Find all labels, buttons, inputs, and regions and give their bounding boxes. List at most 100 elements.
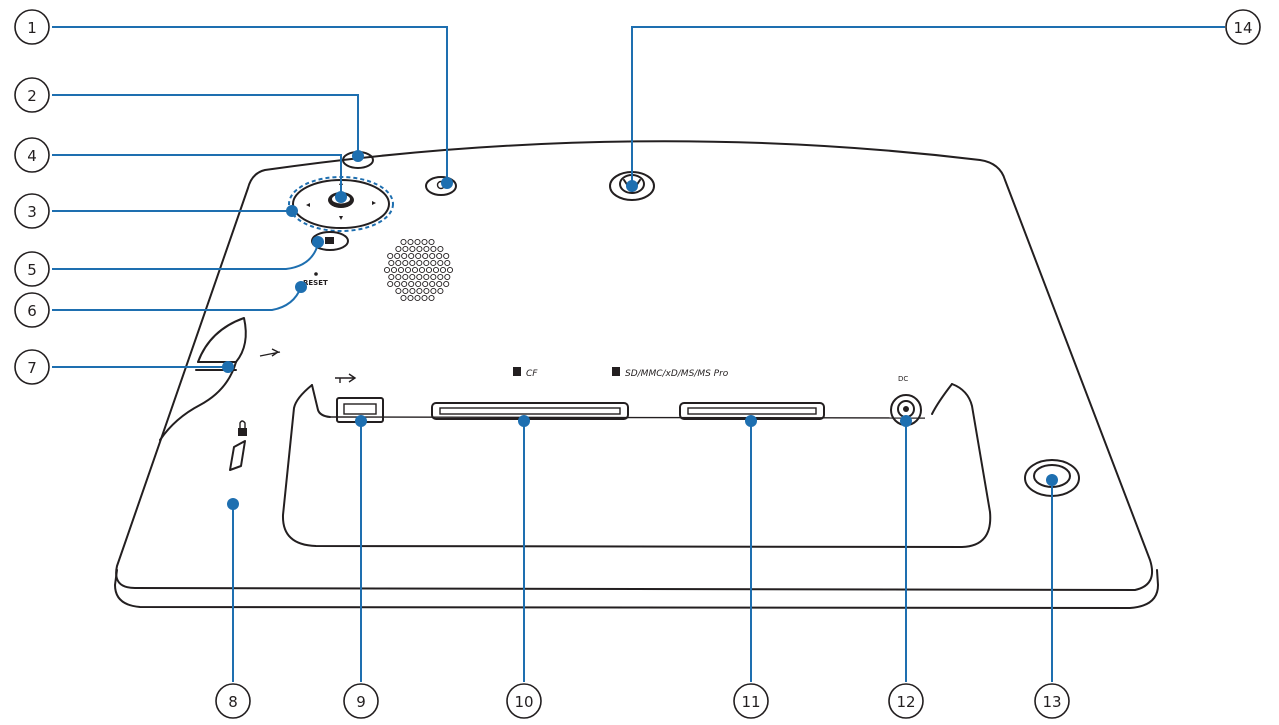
callout-number: 3 [27, 203, 37, 221]
speaker-hole [422, 252, 429, 260]
speaker-hole [437, 273, 444, 281]
speaker-hole [408, 280, 415, 288]
speaker-hole [430, 245, 437, 253]
menu-button [311, 231, 349, 251]
leader-dots [222, 150, 1058, 510]
speaker-hole [423, 259, 430, 267]
cf-label: CF [526, 369, 538, 379]
cf-slot: CF [431, 367, 629, 420]
callout-number: 12 [896, 693, 915, 711]
speaker-hole [402, 245, 409, 253]
callout-1: 1 [14, 9, 50, 45]
frame-body [114, 140, 1159, 609]
speaker-hole [402, 259, 409, 267]
speaker-hole [416, 273, 423, 281]
callout-12: 12 [888, 683, 924, 719]
speaker-hole [422, 280, 429, 288]
callout-number: 6 [27, 302, 37, 320]
speaker-hole [423, 245, 430, 253]
speaker-hole [414, 238, 421, 246]
leader-lines [52, 26, 1225, 682]
speaker-hole [401, 280, 408, 288]
speaker-hole [395, 287, 402, 295]
callout-5: 5 [14, 251, 50, 287]
speaker-hole [407, 238, 414, 246]
reset-hole: RESET [303, 272, 328, 287]
speaker-hole [387, 280, 394, 288]
speaker-hole [409, 245, 416, 253]
speaker-hole [429, 280, 436, 288]
speaker-hole [444, 273, 451, 281]
speaker-grille [383, 238, 454, 302]
callout-13: 13 [1034, 683, 1070, 719]
speaker-hole [423, 273, 430, 281]
speaker-hole [430, 259, 437, 267]
callout-number: 14 [1233, 19, 1252, 37]
callout-number: 13 [1042, 693, 1061, 711]
sd-label: SD/MMC/xD/MS/MS Pro [625, 369, 729, 379]
speaker-hole [421, 238, 428, 246]
speaker-hole [436, 280, 443, 288]
speaker-hole [418, 266, 426, 274]
speaker-hole [404, 266, 412, 274]
callout-number: 11 [741, 693, 760, 711]
speaker-hole [446, 266, 454, 274]
callout-4: 4 [14, 137, 50, 173]
speaker-hole [444, 259, 451, 267]
speaker-hole [425, 266, 433, 274]
sd-slot: SD/MMC/xD/MS/MS Pro [612, 367, 825, 420]
speaker-hole [437, 245, 444, 253]
callout-3: 3 [14, 193, 50, 229]
svg-text:RESET: RESET [303, 279, 328, 287]
speaker-hole [430, 273, 437, 281]
callout-number: 2 [27, 87, 37, 105]
callout-number: 8 [228, 693, 238, 711]
speaker-hole [397, 266, 405, 274]
speaker-hole [428, 238, 435, 246]
callout-9: 9 [343, 683, 379, 719]
connector-bay [281, 383, 992, 548]
speaker-hole [430, 287, 437, 295]
speaker-hole [436, 252, 443, 260]
dc-label: DC [898, 375, 908, 383]
speaker-hole [401, 252, 408, 260]
speaker-hole [443, 280, 450, 288]
speaker-hole [428, 294, 435, 302]
callout-number: 5 [27, 261, 37, 279]
speaker-hole [400, 294, 407, 302]
callout-10: 10 [506, 683, 542, 719]
speaker-hole [439, 266, 447, 274]
speaker-hole [437, 259, 444, 267]
speaker-hole [411, 266, 419, 274]
callout-number: 1 [27, 19, 37, 37]
speaker-hole [388, 259, 395, 267]
side-usb-slot [159, 317, 281, 441]
callout-11: 11 [733, 683, 769, 719]
callout-14: 14 [1225, 9, 1261, 45]
speaker-hole [408, 252, 415, 260]
speaker-hole [400, 238, 407, 246]
speaker-hole [409, 259, 416, 267]
speaker-hole [407, 294, 414, 302]
speaker-hole [443, 252, 450, 260]
speaker-hole [416, 245, 423, 253]
speaker-hole [437, 287, 444, 295]
callout-7: 7 [14, 349, 50, 385]
speaker-hole [394, 252, 401, 260]
callout-2: 2 [14, 77, 50, 113]
speaker-hole [395, 245, 402, 253]
speaker-hole [416, 287, 423, 295]
speaker-hole [394, 280, 401, 288]
speaker-hole [388, 273, 395, 281]
kensington-lock [229, 420, 247, 471]
speaker-hole [387, 252, 394, 260]
speaker-hole [416, 259, 423, 267]
speaker-hole [390, 266, 398, 274]
speaker-hole [429, 252, 436, 260]
speaker-hole [395, 259, 402, 267]
speaker-hole [395, 273, 402, 281]
speaker-hole [402, 287, 409, 295]
callout-8: 8 [215, 683, 251, 719]
